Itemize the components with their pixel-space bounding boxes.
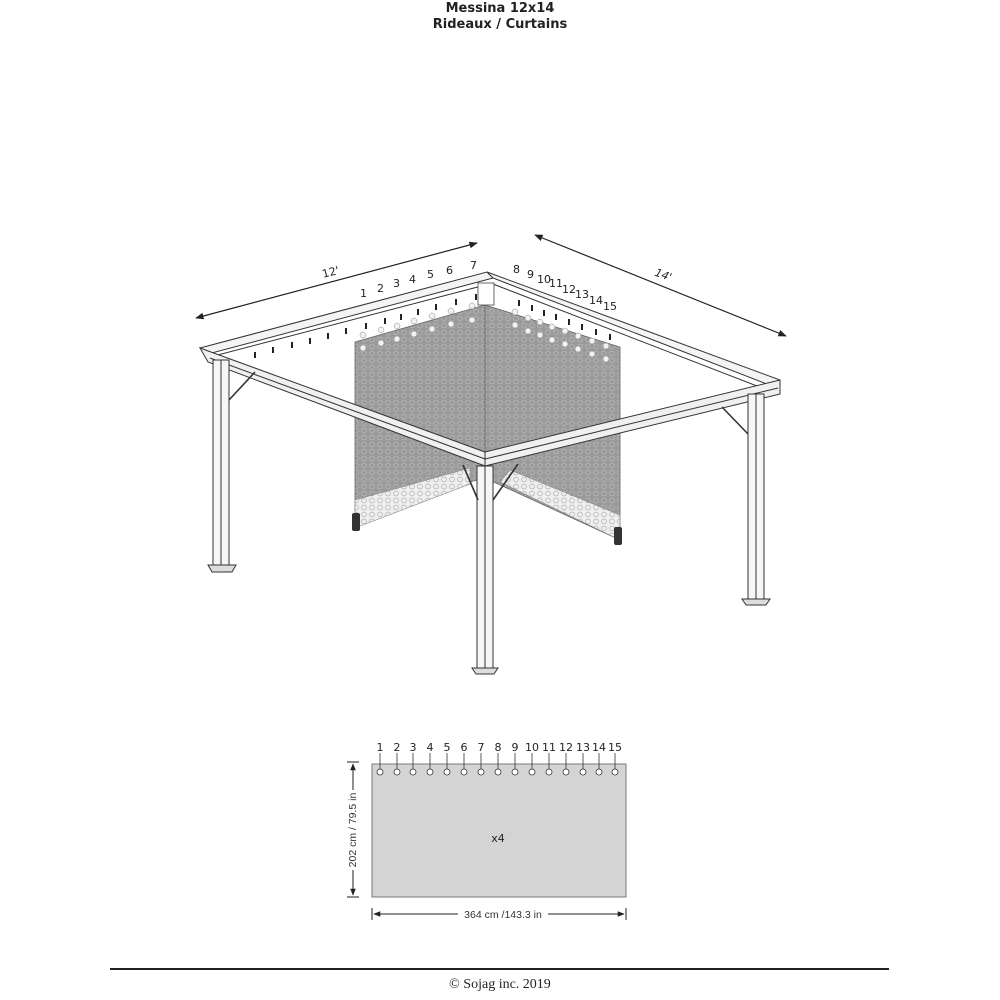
svg-text:5: 5 [444, 741, 451, 754]
dimension-arrow-12ft [195, 241, 478, 320]
quantity-label: x4 [491, 832, 505, 845]
svg-text:12: 12 [559, 741, 573, 754]
svg-text:13: 13 [575, 288, 589, 301]
zipper-pull-left [352, 513, 360, 531]
title-model: Messina 12x14 [445, 1, 555, 16]
svg-text:10: 10 [525, 741, 539, 754]
grommet-row [376, 768, 619, 776]
height-label: 202 cm / 79.5 in [347, 792, 359, 867]
back-corner-post-cap [477, 282, 495, 306]
svg-text:4: 4 [409, 273, 416, 286]
svg-text:4: 4 [427, 741, 434, 754]
dimension-label-12ft: 12' [321, 264, 341, 281]
curtain-panel [371, 763, 627, 898]
svg-text:8: 8 [495, 741, 502, 754]
svg-text:5: 5 [427, 268, 434, 281]
svg-text:2: 2 [394, 741, 401, 754]
svg-text:12: 12 [562, 283, 576, 296]
width-label: 364 cm /143.3 in [464, 909, 542, 921]
svg-text:14: 14 [592, 741, 606, 754]
svg-text:6: 6 [461, 741, 468, 754]
svg-text:7: 7 [470, 259, 477, 272]
svg-text:7: 7 [478, 741, 485, 754]
dimension-label-14ft: 14' [653, 266, 673, 284]
curtain-panel-diagram: 1 2 3 4 5 6 7 8 9 10 11 12 13 14 15 x4 2… [345, 741, 627, 922]
page-title: Messina 12x14 Rideaux / Curtains [0, 1, 1000, 33]
svg-text:3: 3 [410, 741, 417, 754]
footer-divider [110, 968, 889, 970]
copyright-footer: © Sojag inc. 2019 [449, 977, 551, 992]
svg-text:2: 2 [377, 282, 384, 295]
svg-text:1: 1 [377, 741, 384, 754]
zipper-pull-right [614, 527, 622, 545]
svg-text:10: 10 [537, 273, 551, 286]
svg-text:13: 13 [576, 741, 590, 754]
grommet-number-labels: 1 2 3 4 5 6 7 8 9 10 11 12 13 14 15 [377, 741, 623, 754]
svg-text:14: 14 [589, 294, 603, 307]
svg-text:15: 15 [603, 300, 617, 313]
dimension-arrow-14ft [534, 234, 787, 337]
svg-text:1: 1 [360, 287, 367, 300]
svg-text:11: 11 [549, 277, 563, 290]
gazebo-illustration: 12' 14' [195, 234, 787, 675]
svg-text:8: 8 [513, 263, 520, 276]
svg-text:9: 9 [512, 741, 519, 754]
title-subject: Rideaux / Curtains [432, 17, 568, 32]
svg-text:9: 9 [527, 268, 534, 281]
svg-text:6: 6 [446, 264, 453, 277]
svg-text:3: 3 [393, 277, 400, 290]
svg-text:15: 15 [608, 741, 622, 754]
hook-number-labels: 1 2 3 4 5 6 7 8 9 10 11 12 13 14 15 [360, 259, 617, 313]
svg-text:11: 11 [542, 741, 556, 754]
